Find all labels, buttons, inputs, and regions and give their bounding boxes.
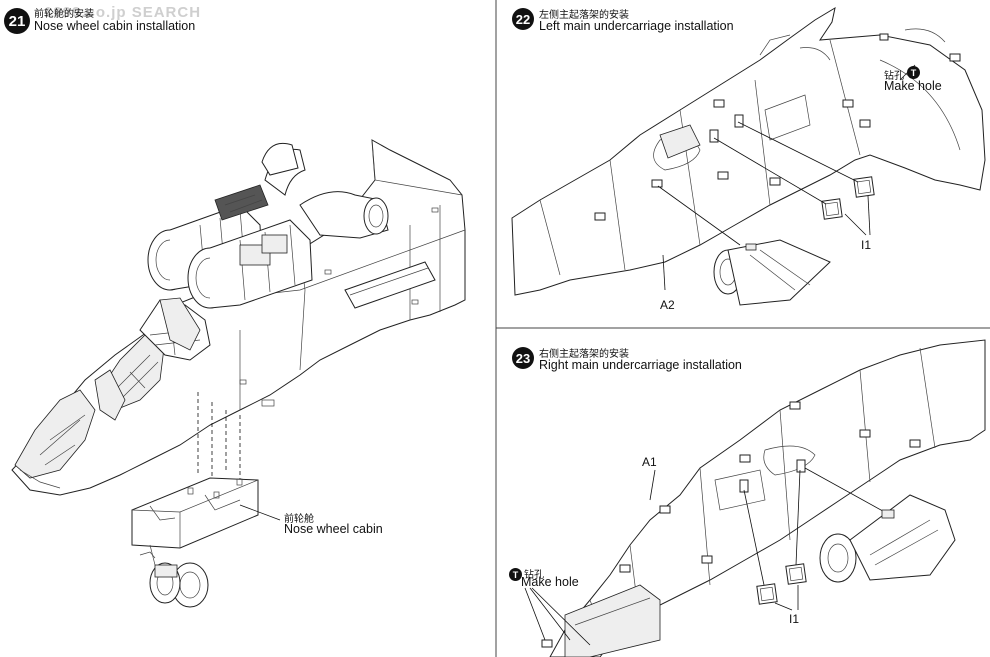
- step23-panels: [524, 467, 891, 646]
- step-23-badge: 23: [512, 347, 534, 369]
- step-22-drill-icon: T: [907, 66, 920, 79]
- step-22-title-cn: 左侧主起落架的安装: [539, 10, 629, 21]
- step-23-part-i1: I1: [789, 612, 800, 626]
- step-21-title-cn: 前轮舱的安装: [34, 9, 94, 20]
- step-21-badge: 21: [4, 8, 30, 34]
- step-22-make-hole-en: Make hole: [884, 79, 942, 93]
- watermark: 1999.co.jp SEARCH: [44, 4, 202, 21]
- step-21-title-en: Nose wheel cabin installation: [34, 19, 196, 33]
- nose-gear: [139, 544, 209, 608]
- step-22-title-en: Left main undercarriage installation: [539, 19, 734, 33]
- step-22-make-hole-cn: 钻孔: [884, 71, 904, 82]
- step-22-part-i1: I1: [861, 238, 872, 252]
- step-22-part-a2: A2: [660, 298, 675, 312]
- step22-fuselage: [511, 6, 986, 296]
- step21-guide-lines: [197, 392, 241, 490]
- step22-panels: [657, 64, 916, 291]
- step21-fuselage: [11, 139, 466, 496]
- step22-gear: [713, 239, 831, 306]
- nose-wheel-cabin: [131, 477, 281, 549]
- step-23-title-en: Right main undercarriage installation: [539, 358, 742, 372]
- step-23-make-hole-cn: 钻孔: [524, 570, 544, 581]
- nose-wheel-cabin-label-cn: 前轮舱: [284, 514, 314, 525]
- step-22-badge: 22: [512, 8, 534, 30]
- nose-wheel-cabin-label-en: Nose wheel cabin: [284, 522, 383, 536]
- step23-fuselage: [541, 339, 986, 657]
- step-23-title-cn: 右侧主起落架的安装: [539, 349, 629, 360]
- step-23-make-hole-en: Make hole: [521, 575, 579, 589]
- step-23-drill-icon: T: [509, 568, 522, 581]
- step23-gear: [819, 494, 956, 583]
- step-23-part-a1: A1: [642, 455, 657, 469]
